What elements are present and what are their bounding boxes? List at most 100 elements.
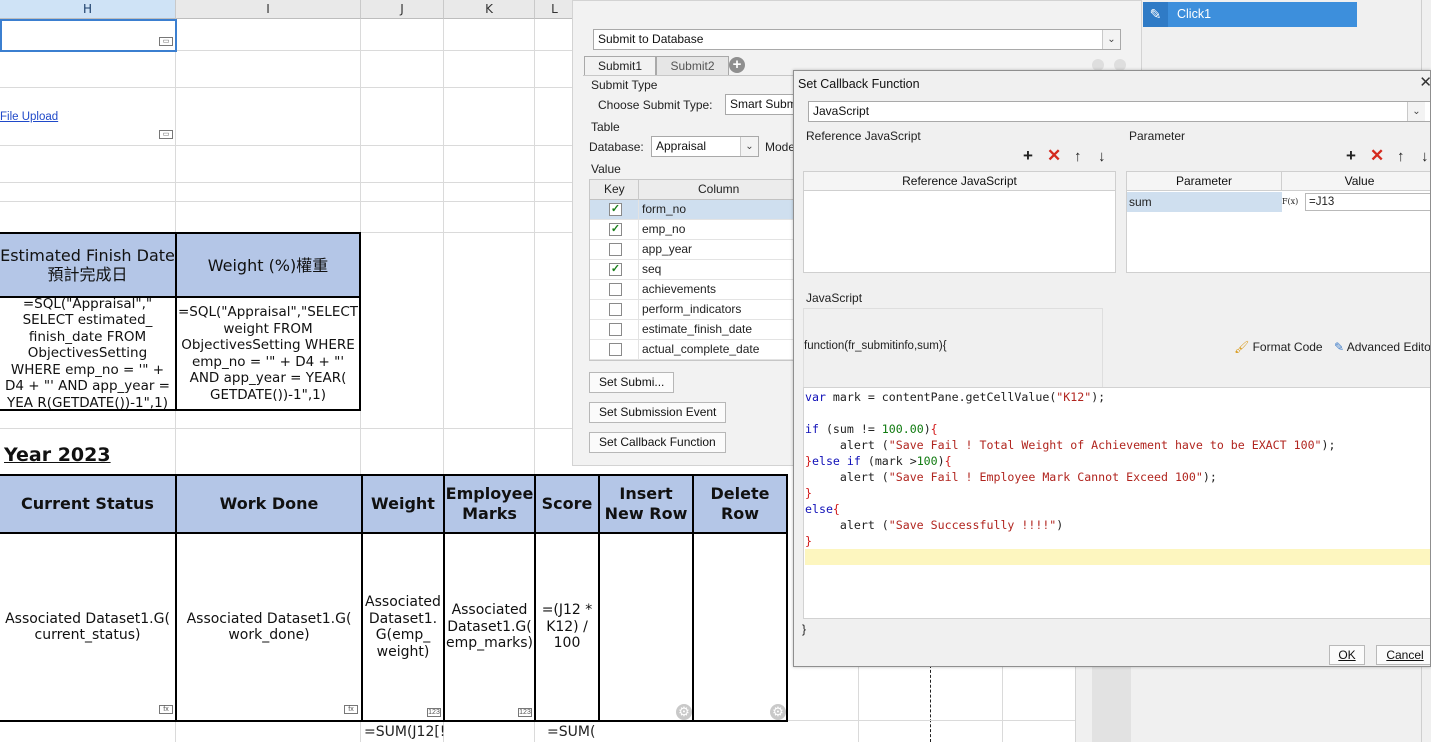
- column-mapping-row[interactable]: app_year: [590, 240, 798, 260]
- key-checkbox[interactable]: ✓: [609, 223, 622, 236]
- format-code-button[interactable]: 🖌 Format Code: [1234, 340, 1323, 354]
- column-mapping-row[interactable]: achievements: [590, 280, 798, 300]
- ok-button[interactable]: OK: [1329, 645, 1365, 665]
- gridline: [534, 19, 535, 742]
- action-type-value: Submit to Database: [598, 32, 704, 46]
- scroll-right-icon[interactable]: [1114, 59, 1126, 71]
- column-header-j[interactable]: J: [361, 0, 444, 19]
- set-submission-event-button[interactable]: Set Submission Event: [589, 402, 727, 423]
- move-up-icon[interactable]: ↑: [1397, 148, 1405, 165]
- weight-cell[interactable]: Associated Dataset1. G(emp_ weight): [361, 532, 445, 722]
- key-checkbox[interactable]: [609, 243, 622, 256]
- value-label: Value: [591, 162, 621, 176]
- score-header: Score: [534, 474, 600, 534]
- gridline: [0, 87, 572, 88]
- column-mapping-row[interactable]: ✓ seq: [590, 260, 798, 280]
- column-header-i[interactable]: I: [176, 0, 361, 19]
- key-checkbox[interactable]: [609, 303, 622, 316]
- file-upload-link[interactable]: File Upload: [0, 111, 59, 123]
- move-down-icon[interactable]: ↓: [1098, 148, 1106, 165]
- sum-weight-cell[interactable]: =SUM(J12[!: [364, 724, 446, 740]
- delete-row-cell[interactable]: [692, 532, 788, 722]
- row-divider: [638, 280, 639, 300]
- submit-type-label: Submit Type: [591, 78, 658, 92]
- column-header-k[interactable]: K: [444, 0, 535, 19]
- column-name: emp_no: [642, 222, 686, 236]
- parameter-table[interactable]: Parameter Value sum F(x) =J13: [1126, 171, 1430, 273]
- submit-type-value: Smart Subm: [730, 97, 797, 111]
- score-cell[interactable]: =(J12 * K12) / 100: [534, 532, 600, 722]
- key-checkbox[interactable]: [609, 283, 622, 296]
- delete-icon[interactable]: ✕: [1047, 146, 1062, 165]
- key-checkbox[interactable]: [609, 343, 622, 356]
- gridline: [443, 19, 444, 742]
- weight-header: Weight: [361, 474, 445, 534]
- key-checkbox[interactable]: ✓: [609, 263, 622, 276]
- parameter-value-input[interactable]: =J13: [1305, 193, 1430, 211]
- page-break-line: [930, 660, 931, 742]
- work-done-cell[interactable]: Associated Dataset1.G( work_done): [175, 532, 363, 722]
- column-name: actual_complete_date: [642, 342, 760, 356]
- weight-formula-cell[interactable]: =SQL("Appraisal","SELECT weight FROM Obj…: [175, 296, 361, 411]
- parameter-column-header: Parameter: [1127, 172, 1282, 191]
- delete-parameter-icon[interactable]: ✕: [1370, 146, 1385, 165]
- row-divider: [638, 260, 639, 280]
- add-tab-icon[interactable]: +: [729, 57, 745, 73]
- set-callback-function-button[interactable]: Set Callback Function: [589, 432, 726, 453]
- language-value: JavaScript: [813, 104, 870, 118]
- current-status-cell[interactable]: Associated Dataset1.G( current_status): [0, 532, 177, 722]
- code-line: if (sum != 100.00){: [805, 422, 938, 436]
- column-name: seq: [642, 262, 662, 276]
- tab-submit2[interactable]: Submit2: [656, 56, 729, 76]
- formula-fx-icon[interactable]: F(x): [1282, 197, 1299, 206]
- selected-cell[interactable]: [0, 19, 177, 52]
- dialog-title: Set Callback Function: [798, 77, 920, 91]
- parameter-name-cell[interactable]: sum: [1127, 192, 1282, 212]
- move-down-icon[interactable]: ↓: [1421, 148, 1429, 165]
- column-mapping-row[interactable]: actual_complete_date: [590, 340, 798, 360]
- database-label: Database:: [589, 140, 644, 154]
- column-mapping-row[interactable]: ✓ emp_no: [590, 220, 798, 240]
- event-click1[interactable]: ✎ Click1: [1143, 2, 1357, 27]
- close-icon[interactable]: ✕: [1419, 74, 1431, 91]
- code-line: }: [805, 534, 812, 548]
- tab-submit1[interactable]: Submit1: [584, 56, 656, 76]
- insert-new-row-cell[interactable]: [598, 532, 694, 722]
- insert-new-row-header: Insert New Row: [598, 474, 694, 534]
- advanced-editor-button[interactable]: ✎ Advanced Edito: [1334, 340, 1431, 354]
- column-mapping-row[interactable]: perform_indicators: [590, 300, 798, 320]
- reference-javascript-table[interactable]: Reference JavaScript: [803, 171, 1116, 273]
- language-select[interactable]: JavaScript ⌄: [808, 101, 1430, 122]
- move-up-icon[interactable]: ↑: [1074, 148, 1082, 165]
- code-line: alert ("Save Fail ! Employee Mark Cannot…: [805, 470, 1217, 484]
- brush-icon: 🖌: [1234, 340, 1250, 354]
- key-checkbox[interactable]: [609, 323, 622, 336]
- function-signature: function(fr_submitinfo,sum){: [804, 340, 947, 352]
- database-select[interactable]: Appraisal ⌄: [651, 136, 759, 157]
- row-divider: [638, 340, 639, 360]
- action-type-select[interactable]: Submit to Database ⌄: [593, 29, 1121, 50]
- set-submit-button[interactable]: Set Submi...: [589, 372, 675, 393]
- formula-icon: fx: [344, 705, 358, 714]
- employee-marks-cell[interactable]: Associated Dataset1.G( emp_marks): [443, 532, 536, 722]
- submit-type-select[interactable]: Smart Subm: [725, 94, 815, 115]
- add-icon[interactable]: +: [1023, 146, 1033, 165]
- key-checkbox[interactable]: ✓: [609, 203, 622, 216]
- column-header-l[interactable]: L: [535, 0, 575, 19]
- column-mapping-row[interactable]: estimate_finish_date: [590, 320, 798, 340]
- javascript-code-editor[interactable]: var mark = contentPane.getCellValue("K12…: [803, 387, 1430, 619]
- code-line: var mark = contentPane.getCellValue("K12…: [805, 390, 1106, 404]
- advanced-editor-label: Advanced Edito: [1346, 340, 1431, 354]
- current-status-header: Current Status: [0, 474, 177, 534]
- column-header-h[interactable]: H: [0, 0, 176, 19]
- gear-icon[interactable]: ⚙: [676, 704, 692, 720]
- sum-score-cell[interactable]: =SUM(: [547, 724, 596, 740]
- add-parameter-icon[interactable]: +: [1346, 146, 1356, 165]
- column-mapping-row[interactable]: ✓form_no: [590, 200, 798, 220]
- cancel-button[interactable]: Cancel: [1376, 645, 1430, 665]
- scroll-left-icon[interactable]: [1092, 59, 1104, 71]
- gear-icon[interactable]: ⚙: [770, 704, 786, 720]
- estimated-finish-formula-cell[interactable]: =SQL("Appraisal"," SELECT estimated_ fin…: [0, 296, 177, 411]
- set-callback-function-dialog: Set Callback Function ✕ JavaScript ⌄ Ref…: [793, 70, 1431, 667]
